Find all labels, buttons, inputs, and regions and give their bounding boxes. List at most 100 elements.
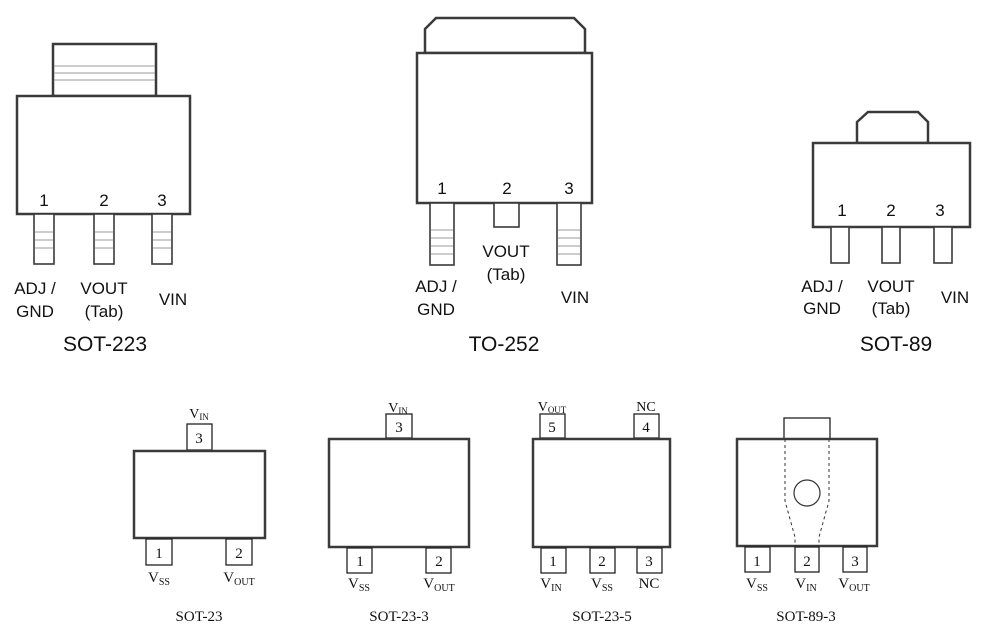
to252-pin-2 [493, 202, 520, 228]
sot89-3-pin-number-3: 3 [851, 554, 859, 570]
sot23-pin1-label: VSS [148, 570, 170, 588]
to252-package: 1 2 3 ADJ / GND VOUT (Tab) VIN TO-252 [415, 16, 594, 356]
to252-pin1-label-line1: ADJ / [415, 277, 457, 296]
sot23-5-pin-number-3: 3 [645, 554, 653, 570]
sot89-3-pin2-label: VIN [795, 576, 816, 594]
sot23-3-pin2-label: VOUT [423, 576, 454, 594]
sot23-3-body [327, 437, 471, 549]
sot23-5-pin-2 [589, 547, 616, 574]
sot89-3-pin-number-1: 1 [753, 554, 761, 570]
sot223-pin1-label-line2: GND [16, 302, 54, 321]
sot223-pin-number-2: 2 [99, 191, 108, 210]
sot23-5-pin-number-2: 2 [598, 554, 606, 570]
to252-pin-3 [556, 202, 582, 266]
sot23-3-pin-number-2: 2 [435, 554, 443, 570]
to252-tab [423, 16, 587, 55]
sot89-3-pin-1 [744, 546, 771, 573]
to252-pin-1 [429, 202, 455, 266]
sot23-5-pin-number-1: 1 [549, 554, 557, 570]
sot89-3-pin1-label: VSS [746, 576, 768, 594]
sot89-pin2-label-line1: VOUT [867, 277, 914, 296]
sot89-3-pin-2 [794, 546, 820, 573]
sot223-pin-number-1: 1 [39, 191, 48, 210]
sot23-3-pin1-label: VSS [348, 576, 370, 594]
sot223-pin-2 [93, 213, 115, 265]
sot23-5-body [531, 437, 672, 549]
sot23-pin2-label: VOUT [223, 570, 254, 588]
sot89-tab [855, 110, 930, 145]
sot23-3-package: VIN 3 1 2 VSS VOUT SOT-23-3 [327, 401, 471, 625]
sot89-pin3-label: VIN [941, 288, 969, 307]
sot223-pin-3 [151, 213, 173, 265]
sot23-3-pin-3 [385, 413, 413, 439]
sot89-pin-number-1: 1 [837, 201, 846, 220]
sot89-3-tab-outline [784, 439, 830, 546]
sot89-pin-number-3: 3 [935, 201, 944, 220]
sot89-3-pin-number-2: 2 [803, 554, 811, 570]
sot89-pin-2 [881, 226, 901, 264]
sot23-3-pin-number-3: 3 [395, 420, 403, 436]
sot23-package: VIN 3 1 2 VSS VOUT SOT-23 [132, 407, 267, 625]
to252-pin3-label: VIN [561, 288, 589, 307]
sot23-5-package: VOUT NC 5 4 1 2 3 VIN VSS NC SOT-23-5 [531, 400, 672, 625]
sot223-tab [51, 42, 158, 98]
sot23-pin-number-1: 1 [155, 546, 163, 562]
sot223-pin2-label-line2: (Tab) [85, 302, 124, 321]
sot23-3-pin-1 [346, 547, 373, 574]
sot23-3-package-name: SOT-23-3 [369, 609, 428, 625]
sot89-pin1-label-line1: ADJ / [801, 277, 843, 296]
to252-package-name: TO-252 [469, 333, 540, 356]
sot223-pin-number-3: 3 [157, 191, 166, 210]
sot223-pin3-label: VIN [159, 290, 187, 309]
sot89-3-pin-3 [842, 546, 868, 573]
sot89-3-body [735, 437, 879, 548]
to252-pin-number-3: 3 [564, 179, 573, 198]
sot89-pin2-label-line2: (Tab) [872, 299, 911, 318]
sot23-5-pin1-label: VIN [540, 576, 561, 594]
sot223-pin-1 [33, 213, 55, 265]
sot23-5-pin4-label: NC [636, 400, 655, 415]
sot89-pin1-label-line2: GND [803, 299, 841, 318]
to252-pin-number-1: 1 [437, 179, 446, 198]
sot89-3-hole-icon [793, 479, 821, 507]
sot89-3-pin3-label: VOUT [838, 576, 869, 594]
sot23-5-pin-1 [540, 547, 567, 574]
sot89-3-package-name: SOT-89-3 [776, 609, 835, 625]
sot23-package-name: SOT-23 [176, 609, 223, 625]
to252-body [415, 51, 594, 205]
sot23-5-pin-3 [636, 547, 663, 574]
sot23-5-pin5-label: VOUT [538, 400, 567, 415]
to252-pin2-label-line2: (Tab) [487, 265, 526, 284]
sot89-3-tab [783, 417, 831, 440]
to252-pin1-label-line2: GND [417, 300, 455, 319]
sot23-pin3-label: VIN [189, 407, 209, 422]
sot89-3-package: 1 2 3 VSS VIN VOUT SOT-89-3 [735, 417, 879, 625]
sot89-pin-1 [830, 226, 850, 264]
sot23-pin-1 [145, 538, 173, 566]
sot223-body [15, 94, 192, 216]
sot23-pin-number-3: 3 [195, 431, 203, 447]
sot23-5-pin-number-5: 5 [548, 420, 556, 436]
sot223-pin1-label-line1: ADJ / [14, 279, 56, 298]
sot23-5-pin2-label: VSS [591, 576, 613, 594]
sot223-package: 1 2 3 ADJ / GND VOUT (Tab) VIN SOT-223 [14, 42, 192, 356]
sot23-5-package-name: SOT-23-5 [572, 609, 631, 625]
sot23-pin-number-2: 2 [235, 546, 243, 562]
sot89-pin-3 [933, 226, 953, 264]
sot89-package: 1 2 3 ADJ / GND VOUT (Tab) VIN SOT-89 [801, 110, 972, 356]
sot223-package-name: SOT-223 [63, 333, 147, 356]
sot23-5-pin-number-4: 4 [642, 420, 650, 436]
sot23-5-pin3-label: NC [639, 576, 660, 592]
sot23-3-pin-2 [425, 547, 452, 574]
sot89-body [811, 141, 972, 229]
sot89-package-name: SOT-89 [860, 333, 932, 356]
sot23-pin-2 [225, 538, 253, 566]
sot23-3-pin3-label: VIN [388, 401, 408, 416]
sot89-pin-number-2: 2 [886, 201, 895, 220]
sot223-pin2-label-line1: VOUT [80, 279, 127, 298]
to252-pin2-label-line1: VOUT [482, 242, 529, 261]
sot23-3-pin-number-1: 1 [356, 554, 364, 570]
to252-pin-number-2: 2 [502, 179, 511, 198]
